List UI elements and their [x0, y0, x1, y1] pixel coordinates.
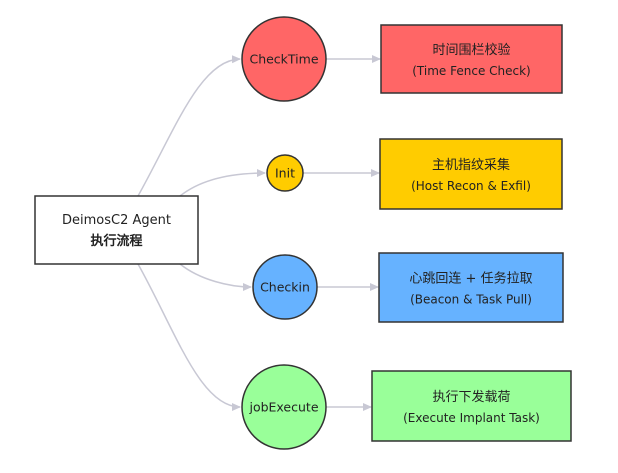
circle-node-jobexecute[interactable]: jobExecute — [241, 364, 327, 450]
detail-node-box — [371, 370, 572, 442]
circle-node-label: CheckTime — [249, 52, 318, 67]
detail-node-checkin[interactable]: 心跳回连 + 任务拉取 (Beacon & Task Pull) — [378, 252, 564, 323]
root-node-box — [34, 195, 199, 265]
circle-node-init[interactable]: Init — [266, 154, 304, 192]
circle-node-label: Checkin — [260, 280, 310, 295]
stage-jobexecute: jobExecute 执行下发载荷 (Execute Implant Task) — [241, 364, 572, 450]
stage-checkin: Checkin 心跳回连 + 任务拉取 (Beacon & Task Pull) — [252, 252, 564, 323]
root-node-title: DeimosC2 Agent — [62, 213, 171, 228]
circle-node-shape — [241, 364, 327, 450]
detail-node-checktime[interactable]: 时间围栏校验 (Time Fence Check) — [380, 24, 563, 94]
detail-node-box — [378, 252, 564, 323]
detail-node-title: 时间围栏校验 — [432, 42, 510, 58]
detail-node-title: 主机指纹采集 — [432, 157, 510, 173]
edge-root-checkin — [179, 263, 252, 291]
detail-node-box — [380, 24, 563, 94]
circle-node-shape — [266, 154, 304, 192]
edge-root-checktime — [137, 55, 241, 197]
detail-node-title: 执行下发载荷 — [432, 389, 510, 405]
edge-root-init — [179, 169, 266, 197]
detail-node-subtitle: (Host Recon & Exfil) — [411, 179, 531, 193]
circle-node-label: jobExecute — [248, 400, 318, 415]
circle-node-checkin[interactable]: Checkin — [252, 254, 318, 320]
detail-node-title: 心跳回连 + 任务拉取 — [409, 271, 532, 287]
circle-node-checktime[interactable]: CheckTime — [241, 16, 327, 102]
stage-checktime: CheckTime 时间围栏校验 (Time Fence Check) — [241, 16, 563, 102]
root-node-subtitle: 执行流程 — [90, 233, 142, 249]
stage-init: Init 主机指纹采集 (Host Recon & Exfil) — [266, 138, 563, 210]
detail-node-jobexecute[interactable]: 执行下发载荷 (Execute Implant Task) — [371, 370, 572, 442]
detail-node-subtitle: (Beacon & Task Pull) — [410, 293, 532, 307]
detail-node-subtitle: (Execute Implant Task) — [403, 411, 540, 425]
root-edges — [137, 55, 266, 411]
circle-node-shape — [252, 254, 318, 320]
detail-node-init[interactable]: 主机指纹采集 (Host Recon & Exfil) — [379, 138, 563, 210]
root-node[interactable]: DeimosC2 Agent 执行流程 — [34, 195, 199, 265]
detail-node-box — [379, 138, 563, 210]
circle-node-shape — [241, 16, 327, 102]
circle-node-label: Init — [275, 166, 295, 181]
detail-node-subtitle: (Time Fence Check) — [412, 64, 531, 78]
edge-root-jobexecute — [137, 263, 241, 411]
